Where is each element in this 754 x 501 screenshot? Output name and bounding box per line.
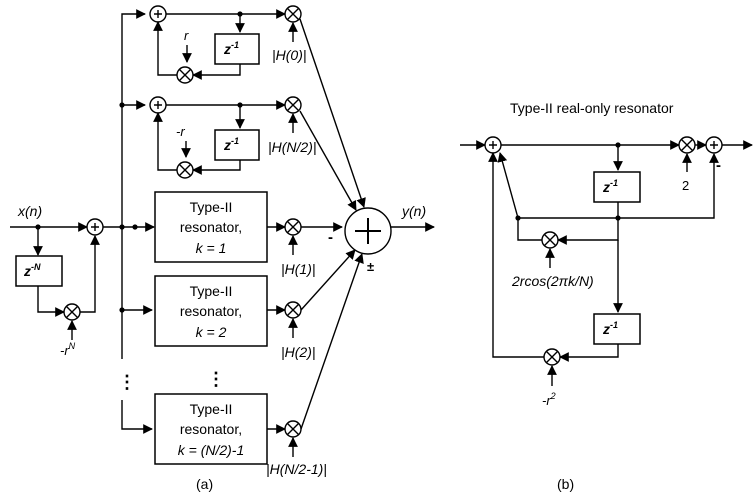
input-label: x(n) <box>17 203 42 219</box>
weight-hn2-label: |H(N/2)| <box>268 139 317 155</box>
resonator-k2: Type-II resonator, k = 2 |H(2)| ⋮ <box>154 249 356 389</box>
sign-pm: ± <box>367 259 374 274</box>
comb-section: x(n) z-N -rN <box>10 203 104 358</box>
comb-gain-label: -rN <box>60 341 76 358</box>
res-klast-block <box>154 393 268 465</box>
gain-cos-label: 2rcos(2πk/N) <box>511 273 594 289</box>
res-h0-delay-block <box>214 33 260 65</box>
caption-a: (a) <box>196 476 213 492</box>
panel-b-title: Type-II real-only resonator <box>510 100 674 116</box>
svg-text:resonator,: resonator, <box>180 219 242 235</box>
res-hn2-gain-label: -r <box>176 124 185 139</box>
svg-text:Type-II: Type-II <box>190 199 233 215</box>
svg-text:⋮: ⋮ <box>118 372 136 392</box>
resonator-klast: Type-II resonator, k = (N/2)-1 |H(N/2-1)… <box>154 253 364 477</box>
svg-text:k = 2: k = 2 <box>196 324 227 340</box>
svg-text:resonator,: resonator, <box>180 303 242 319</box>
comb-delay-label: z-N <box>23 262 41 279</box>
svg-text:Type-II: Type-II <box>190 283 233 299</box>
comb-delay-block <box>15 255 63 287</box>
resonator-h0: z-1 r |H(0)| <box>149 5 366 208</box>
res-b-delay1-block <box>593 171 641 203</box>
panel-a: x(n) z-N -rN ⋮ <box>10 5 435 492</box>
output-label: y(n) <box>401 203 426 219</box>
svg-text:z-1: z-1 <box>223 136 239 153</box>
distribution-bus: ⋮ <box>103 9 155 434</box>
resonator-k1: Type-II resonator, k = 1 |H(1)| - <box>154 191 343 277</box>
panel-b: Type-II real-only resonator z-1 2 - 2rco… <box>460 100 753 492</box>
resonator-hn2: z-1 -r |H(N/2)| <box>149 96 357 211</box>
res-k1-block <box>154 191 268 263</box>
weight-h2-label: |H(2)| <box>281 344 316 360</box>
svg-text:resonator,: resonator, <box>180 421 242 437</box>
weight-hlast-label: |H(N/2-1)| <box>266 461 327 477</box>
svg-text:Type-II: Type-II <box>190 401 233 417</box>
res-hn2-delay-block <box>214 129 260 161</box>
caption-b: (b) <box>557 476 574 492</box>
svg-text:k = (N/2)-1: k = (N/2)-1 <box>178 442 245 458</box>
svg-text:z-1: z-1 <box>602 320 618 337</box>
sign-minus-b: - <box>716 157 721 174</box>
svg-text:z-1: z-1 <box>223 40 239 57</box>
res-h0-gain-label: r <box>184 28 189 43</box>
sign-minus-a: - <box>328 229 333 246</box>
output-summer: ± y(n) <box>344 203 435 274</box>
gain-two-label: 2 <box>682 178 689 193</box>
weight-h1-label: |H(1)| <box>281 261 316 277</box>
svg-text:⋮: ⋮ <box>207 369 225 389</box>
res-b-delay2-block <box>593 313 641 345</box>
res-k2-block <box>154 275 268 347</box>
gain-r2-label: -r2 <box>542 391 556 408</box>
svg-text:z-1: z-1 <box>602 178 618 195</box>
svg-text:k = 1: k = 1 <box>196 240 227 256</box>
weight-h0-label: |H(0)| <box>272 47 307 63</box>
